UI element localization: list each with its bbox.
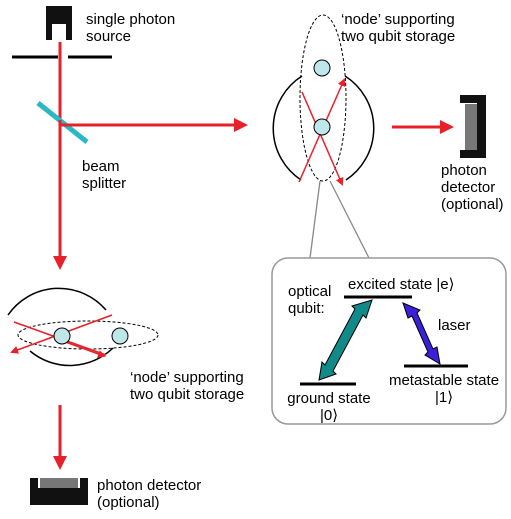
bottom-photon-detector [30,478,88,505]
top-node-ion-upper [313,59,331,77]
bottom-node-ion-left [53,327,71,345]
beam-splitter [36,101,89,144]
right-photon-detector [460,95,486,158]
excited-state-label: excited state |e⟩ [348,276,455,293]
laser-label: laser [438,317,471,334]
inset-callout-line-left [309,180,321,259]
top-node-ion-lower [313,118,331,136]
top-node [272,14,375,186]
top-node-label: ‘node’ supporting two qubit storage [341,11,456,45]
bottom-photon-detector-label: photon detector (optional) [97,477,202,511]
transition-0-to-e-arrow [318,299,373,381]
bottom-node-ion-right [111,327,129,345]
laser-transition-1-to-e-arrow [402,302,441,365]
single-photon-source-label: single photon source [86,11,176,45]
bottom-node [7,287,159,367]
bottom-node-label: ‘node’ supporting two qubit storage [130,369,245,403]
metastable-state-label: metastable state |1⟩ [388,372,500,406]
optical-qubit-label: optical qubit: [288,283,332,317]
right-photon-detector-label: photon detector (optional) [441,162,504,213]
single-photon-source [12,6,112,59]
inset-callout-line-right [329,180,370,259]
beam-splitter-label: beam splitter [82,158,127,192]
ground-state-label: ground state |0⟩ [287,390,371,424]
